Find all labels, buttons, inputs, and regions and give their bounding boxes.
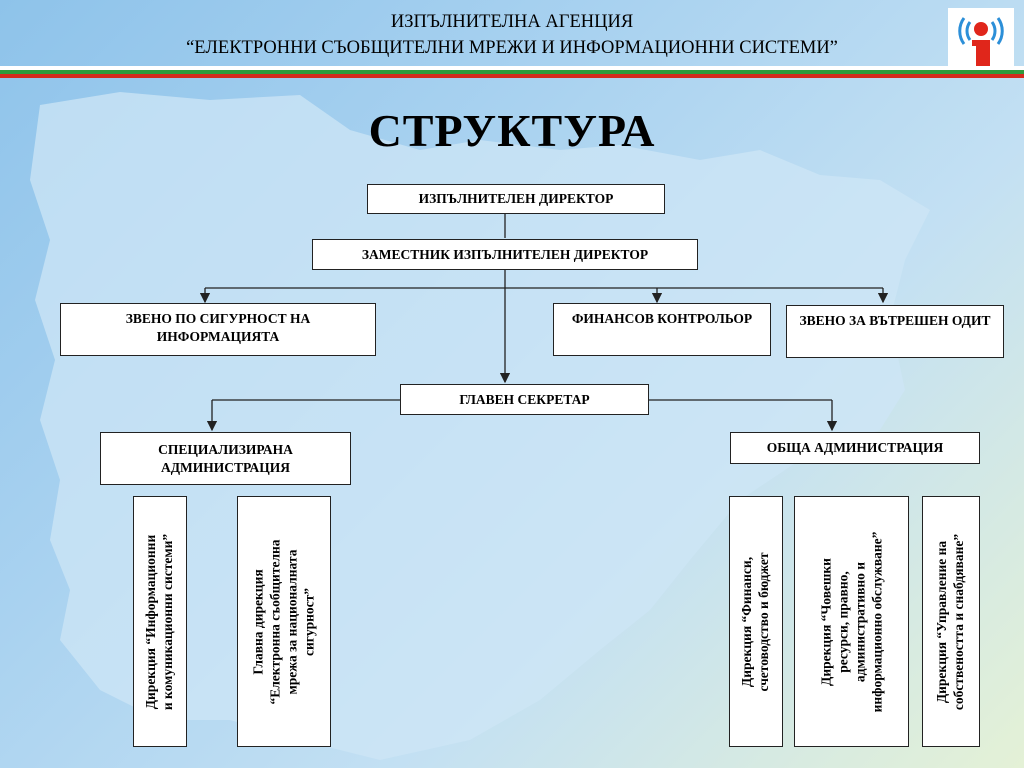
agency-full-name: “ЕЛЕКТРОННИ СЪОБЩИТЕЛНИ МРЕЖИ И ИНФОРМАЦ…: [186, 38, 838, 58]
agency-name: ИЗПЪЛНИТЕЛНА АГЕНЦИЯ: [390, 12, 634, 32]
box-security-unit: ЗВЕНО ПО СИГУРНОСТ НА ИНФОРМАЦИЯТА: [60, 303, 376, 356]
directorate-property-supply: Дирекция “Управление на собствеността и …: [922, 496, 980, 747]
box-deputy-director: ЗАМЕСТНИК ИЗПЪЛНИТЕЛЕН ДИРЕКТОР: [312, 239, 698, 270]
directorate-finance-budget: Дирекция “Финанси, счетоводство и бюджет: [729, 496, 783, 747]
directorate-line: Главна дирекция: [250, 568, 266, 675]
directorate-line: Дирекция “Финанси,: [739, 556, 755, 687]
directorate-line: Дирекция “Информационни: [143, 534, 159, 709]
directorate-line: собствеността и снабдяване”: [951, 533, 966, 710]
flag-stripe-green: [0, 70, 1024, 74]
box-internal-audit: ЗВЕНО ЗА ВЪТРЕШЕН ОДИТ: [786, 305, 1004, 358]
directorate-line: информационно обслужване”: [868, 531, 884, 712]
info-signal-logo-icon: [948, 8, 1014, 68]
directorate-national-security-network: Главна дирекция “Електронна съобщителна …: [237, 496, 331, 747]
directorate-line: сигурност”: [300, 587, 316, 656]
box-chief-secretary: ГЛАВЕН СЕКРЕТАР: [400, 384, 649, 415]
page-title: СТРУКТУРА: [368, 105, 656, 156]
directorate-line: Дирекция “Управление на: [934, 540, 950, 703]
box-financial-controller: ФИНАНСОВ КОНТРОЛЬОР: [553, 303, 771, 356]
directorate-line: счетоводство и бюджет: [756, 551, 771, 692]
flag-stripe-white: [0, 66, 1024, 70]
directorate-human-resources: Дирекция “Човешки ресурси, правно, админ…: [794, 496, 909, 747]
directorate-line: мрежа за националната: [284, 549, 299, 694]
header: ИЗПЪЛНИТЕЛНА АГЕНЦИЯ “ЕЛЕКТРОННИ СЪОБЩИТ…: [0, 0, 1024, 66]
directorate-line: “Електронна съобщителна: [267, 538, 283, 705]
directorate-line: Дирекция “Човешки: [817, 557, 833, 686]
box-general-administration: ОБЩА АДМИНИСТРАЦИЯ: [730, 432, 980, 464]
box-executive-director: ИЗПЪЛНИТЕЛЕН ДИРЕКТОР: [367, 184, 665, 214]
directorate-info-comm-systems: Дирекция “Информационни и комуникационни…: [133, 496, 187, 747]
box-specialized-administration: СПЕЦИАЛИЗИРАНА АДМИНИСТРАЦИЯ: [100, 432, 351, 485]
directorate-line: административно и: [851, 561, 867, 682]
directorate-line: и комуникационни системи”: [160, 533, 175, 710]
directorate-line: ресурси, правно,: [834, 570, 850, 673]
flag-stripe-red: [0, 74, 1024, 78]
